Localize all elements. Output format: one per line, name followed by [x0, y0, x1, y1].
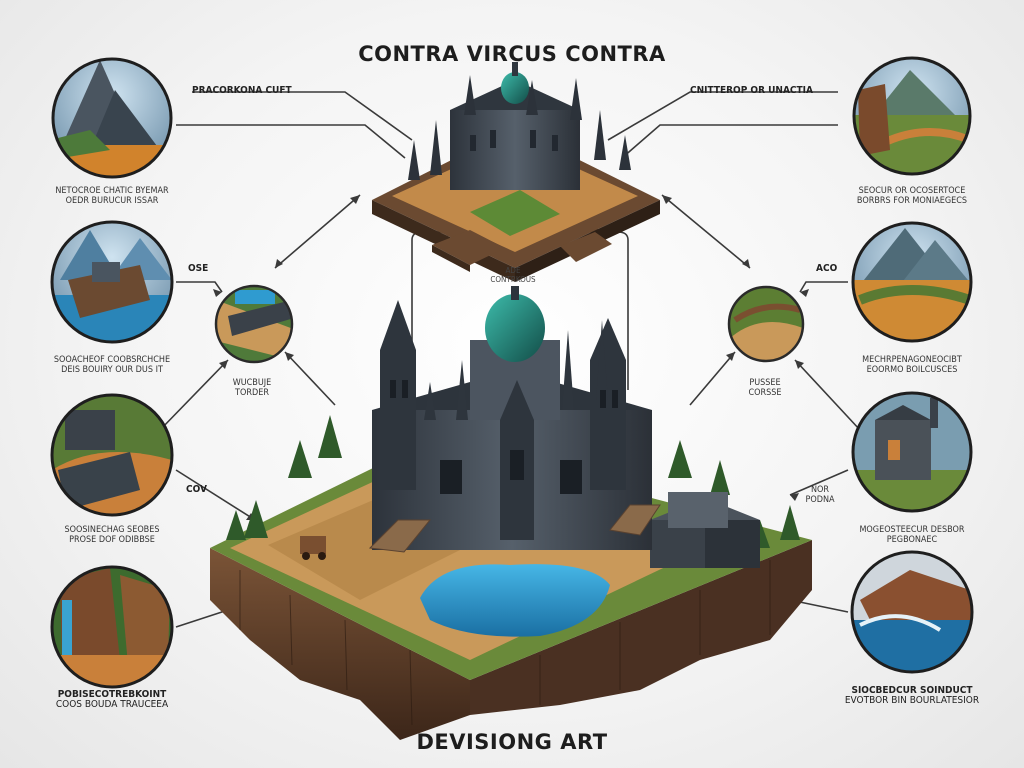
medallion-right-3 [851, 391, 973, 513]
side-label-line: TORDER [235, 388, 269, 398]
medallion-right-4 [850, 550, 974, 674]
arrowhead [350, 195, 360, 204]
arrowhead [726, 352, 735, 361]
diagram-title: CONTRA VIRCUS CONTRA [358, 42, 666, 66]
side-label-line: WUCBUJE [232, 378, 272, 388]
caption-line: PEGBONAEC [886, 535, 938, 545]
connector-line [661, 194, 751, 269]
connector-line [176, 281, 223, 293]
side-label-left-top: OSE [188, 263, 209, 274]
arrowhead [213, 289, 222, 297]
center-label: ADE CONTRKOUS [478, 266, 548, 284]
footer-title: DEVISIONG ART [416, 730, 608, 754]
side-label-right-top: ACO [816, 263, 838, 274]
center-label-line: ADE [505, 266, 521, 275]
arrowhead [795, 360, 804, 369]
connector-line [621, 124, 838, 159]
medallion-left-4 [50, 565, 174, 689]
lake [420, 564, 610, 637]
caption-line: OEDR BURUCUR ISSAR [65, 196, 159, 206]
caption-line: EOORMO BOILCUSCES [866, 365, 958, 375]
connector-line [789, 469, 849, 496]
caption-line: MOGEOSTEECUR DESBOR [859, 525, 965, 535]
arrowhead [662, 195, 672, 204]
arrowhead [800, 289, 809, 297]
caption-right-2: MECHRPENAGONEOCIBT EOORMO BOILCUSCES [832, 355, 992, 375]
connector-lines [159, 91, 861, 628]
connector-line [607, 91, 838, 141]
main-island-illustration [210, 286, 812, 740]
caption-line: SIOCBEDCUR SOINDUCT [851, 685, 973, 696]
caption-line: DEIS BOUIRY OUR DUS IT [61, 365, 163, 375]
caption-left-2: SOOACHEOF COOBSRCHCHE DEIS BOUIRY OUR DU… [32, 355, 192, 375]
connector-line [175, 469, 256, 521]
top-callout-left: PRACORKONA CUFT [192, 85, 292, 96]
medallion-small-left [214, 284, 294, 364]
connector-line [159, 359, 229, 431]
caption-line: COOS BOUDA TRAUCEEA [55, 699, 169, 710]
connector-line [284, 351, 336, 406]
medallion-right-2 [851, 221, 973, 343]
medallion-small-right [727, 285, 805, 363]
medallion-left-3 [50, 393, 174, 517]
connector-line [175, 609, 229, 628]
connector-line [274, 194, 361, 269]
side-label-left-mid: WUCBUJE TORDER [222, 378, 282, 398]
caption-line: SEOCUR OR OCOSERTOCE [858, 186, 966, 196]
caption-right-4: SIOCBEDCUR SOINDUCT EVOTBOR BIN BOURLATE… [832, 686, 992, 706]
connector-line [794, 359, 861, 431]
side-label-right-low: NOR PODNA [800, 485, 840, 505]
caption-line: MECHRPENAGONEOCIBT [862, 355, 962, 365]
arrowhead [275, 259, 283, 268]
caption-left-1: NETOCROE CHATIC BYEMAR OEDR BURUCUR ISSA… [32, 186, 192, 206]
caption-right-3: MOGEOSTEECUR DESBOR PEGBONAEC [832, 525, 992, 545]
caption-left-4: POBISECOTREBKOINT COOS BOUDA TRAUCEEA [32, 690, 192, 710]
side-label-right-mid: PUSSEE CORSSE [735, 378, 795, 398]
caption-right-1: SEOCUR OR OCOSERTOCE BORBRS FOR MONIAEGE… [832, 186, 992, 206]
caption-line: PROSE DOF ODIBBSE [69, 535, 155, 545]
side-label-line: CORSSE [748, 388, 782, 398]
connector-line [192, 91, 413, 141]
arrowhead [285, 352, 294, 361]
medallion-right-1 [852, 56, 972, 176]
center-label-line: CONTRKOUS [490, 275, 536, 284]
caption-line: POBISECOTREBKOINT [57, 689, 167, 700]
side-label-line: NOR [810, 485, 830, 495]
arrowhead [790, 493, 799, 501]
side-label-left-low: COV [186, 484, 207, 495]
connector-line [176, 124, 406, 159]
medallion-left-1 [51, 57, 173, 179]
caption-line: SOOSINECHAG SEOBES [64, 525, 160, 535]
caption-line: NETOCROE CHATIC BYEMAR [55, 186, 169, 196]
top-callout-right: CNITTEROP OR UNACTIA [690, 85, 813, 96]
caption-left-3: SOOSINECHAG SEOBES PROSE DOF ODIBBSE [32, 525, 192, 545]
connector-line [689, 351, 736, 406]
arrowhead [742, 259, 750, 268]
side-label-line: PUSSEE [749, 378, 781, 388]
caption-line: EVOTBOR BIN BOURLATESIOR [844, 695, 980, 706]
caption-line: SOOACHEOF COOBSRCHCHE [53, 355, 171, 365]
medallion-left-2 [50, 220, 174, 344]
arrowhead [219, 360, 228, 369]
caption-line: BORBRS FOR MONIAEGECS [856, 196, 968, 206]
top-castle-illustration [372, 62, 660, 282]
side-label-line: PODNA [805, 495, 835, 505]
connector-line [799, 281, 848, 293]
